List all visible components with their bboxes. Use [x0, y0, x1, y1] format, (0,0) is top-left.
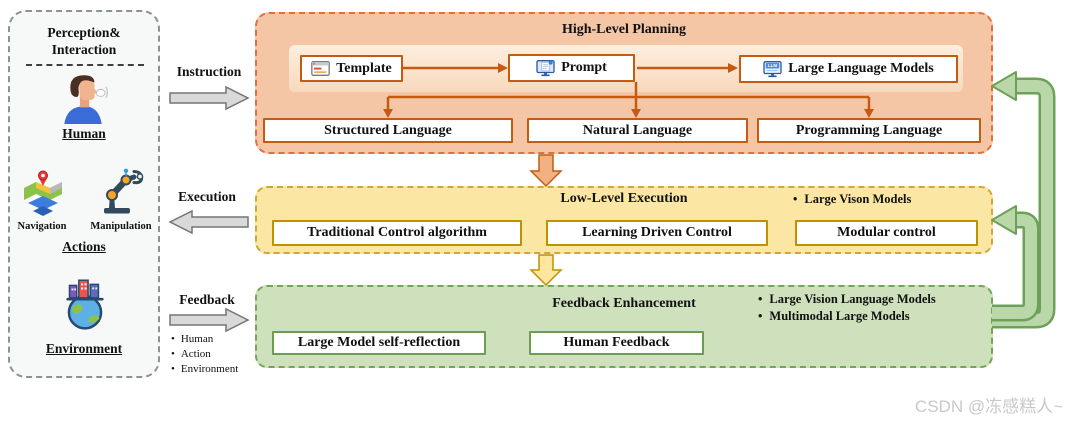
llm-label: Large Language Models	[788, 61, 934, 76]
manipulation-label: Manipulation	[90, 221, 152, 232]
execution-label: Execution	[178, 189, 236, 204]
feedback-arrow	[169, 307, 250, 333]
structured-language-label: Structured Language	[324, 122, 452, 138]
navigation-icon	[20, 168, 66, 218]
human-feedback-label: Human Feedback	[563, 335, 670, 350]
structured-language-box: Structured Language	[263, 118, 513, 143]
actions-label: Actions	[62, 239, 106, 254]
large-model-self-reflection-box: Large Model self-reflection	[272, 331, 486, 355]
feedback-label: Feedback	[179, 292, 235, 307]
instruction-label: Instruction	[176, 64, 242, 79]
left-panel-title-line2: Interaction	[51, 42, 117, 57]
learning-driven-control-box: Learning Driven Control	[546, 220, 768, 246]
environment-label: Environment	[45, 341, 123, 356]
high-level-planning-title: High-Level Planning	[561, 22, 687, 37]
prompt-box: Prompt	[508, 54, 635, 82]
programming-language-box: Programming Language	[757, 118, 981, 143]
feedback-loop-to-planning-arrow	[991, 71, 1056, 329]
feedback-loop-to-execution-arrow	[991, 205, 1040, 322]
learning-driven-control-label: Learning Driven Control	[582, 225, 732, 240]
navigation-label: Navigation	[17, 221, 67, 232]
low-level-execution-title: Low-Level Execution	[560, 191, 688, 206]
llm-box: LLM Large Language Models	[739, 55, 958, 83]
template-icon	[311, 61, 331, 76]
human-feedback-box: Human Feedback	[529, 331, 704, 355]
human-label: Human	[62, 126, 106, 141]
environment-icon	[56, 274, 114, 332]
left-panel-title-line1: Perception&	[47, 25, 121, 40]
feedback-enhancement-title: Feedback Enhancement	[552, 296, 696, 311]
llm-icon: LLM	[763, 60, 782, 78]
prompt-label: Prompt	[561, 60, 607, 75]
traditional-control-label: Traditional Control algorithm	[307, 225, 487, 240]
manipulation-icon	[94, 164, 146, 216]
template-box: Template	[300, 55, 403, 82]
feedback-bullet-human: Human	[171, 332, 238, 347]
natural-language-box: Natural Language	[527, 118, 748, 143]
prompt-icon	[536, 59, 555, 77]
feedback-bullet-action: Action	[171, 347, 238, 362]
watermark-text: CSDN @冻感糕人~	[914, 397, 1063, 416]
modular-control-label: Modular control	[837, 225, 936, 240]
multimodal-large-models-bullet: Multimodal Large Models	[758, 308, 936, 325]
large-model-self-reflection-label: Large Model self-reflection	[297, 335, 461, 350]
natural-language-label: Natural Language	[582, 122, 693, 138]
left-panel-divider	[26, 64, 144, 66]
feedback-bullet-environment: Environment	[171, 362, 238, 377]
programming-language-label: Programming Language	[795, 122, 943, 138]
template-label: Template	[336, 60, 392, 76]
instruction-arrow	[169, 85, 250, 111]
svg-text:LLM: LLM	[768, 63, 777, 68]
planning-to-execution-arrow	[529, 154, 563, 188]
modular-control-box: Modular control	[795, 220, 978, 246]
large-vision-language-models-bullet: Large Vision Language Models	[758, 291, 935, 308]
execution-to-feedback-arrow	[529, 254, 563, 287]
traditional-control-box: Traditional Control algorithm	[272, 220, 522, 246]
execution-arrow	[168, 209, 249, 235]
human-icon	[56, 70, 110, 124]
large-vison-models-bullet: Large Vison Models	[793, 191, 911, 208]
